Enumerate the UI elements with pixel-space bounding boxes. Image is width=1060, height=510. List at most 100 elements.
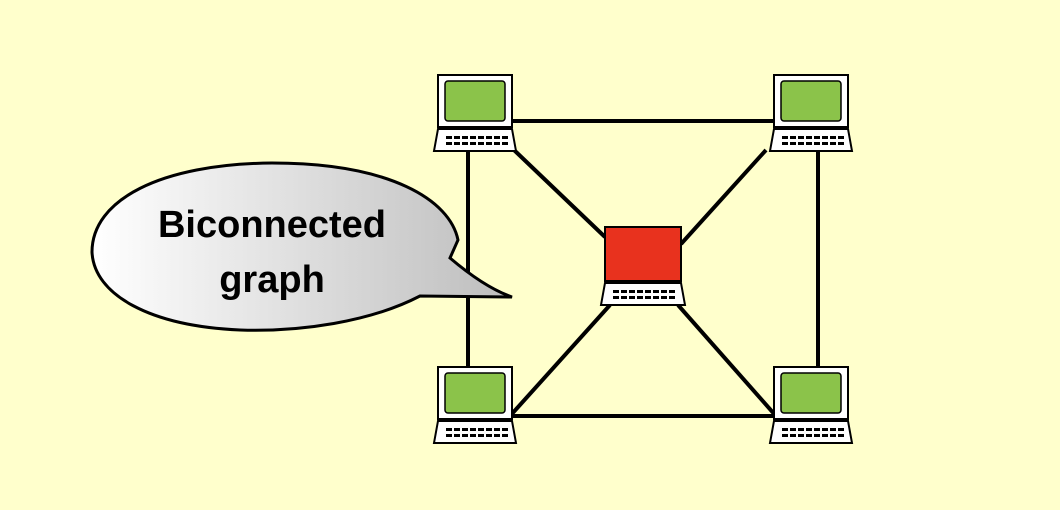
keyboard-key xyxy=(798,142,804,145)
keyboard-key xyxy=(502,428,508,431)
keyboard-key xyxy=(645,290,651,293)
keyboard-key xyxy=(486,434,492,437)
keyboard-key xyxy=(806,434,812,437)
keyboard-key xyxy=(621,290,627,293)
keyboard-key xyxy=(838,434,844,437)
speech-bubble: Biconnected graph xyxy=(90,161,513,332)
keyboard-key xyxy=(454,142,460,145)
node-center-laptop-icon xyxy=(599,226,687,306)
keyboard-key xyxy=(830,142,836,145)
keyboard-key xyxy=(798,428,804,431)
speech-bubble-shape xyxy=(90,161,513,332)
keyboard-key xyxy=(478,434,484,437)
keyboard-key xyxy=(814,428,820,431)
keyboard-key xyxy=(822,136,828,139)
keyboard-key xyxy=(494,142,500,145)
keyboard-key xyxy=(486,428,492,431)
keyboard-key xyxy=(470,142,476,145)
keyboard-key xyxy=(478,428,484,431)
keyboard-key xyxy=(454,136,460,139)
keyboard-key xyxy=(462,428,468,431)
keyboard-key xyxy=(838,136,844,139)
keyboard-key xyxy=(446,428,452,431)
keyboard-key xyxy=(613,296,619,299)
keyboard-key xyxy=(782,434,788,437)
node-bottom-right-laptop-icon xyxy=(768,366,854,444)
keyboard-base xyxy=(768,128,854,152)
keyboard-key xyxy=(806,136,812,139)
keyboard-key xyxy=(830,136,836,139)
keyboard-key xyxy=(798,434,804,437)
keyboard-base xyxy=(599,282,687,306)
edges-layer xyxy=(466,119,820,418)
node-top-left-laptop-icon xyxy=(432,74,518,152)
screen-display xyxy=(780,372,842,414)
node-top-right-laptop-icon xyxy=(768,74,854,152)
keyboard-key xyxy=(790,428,796,431)
keyboard-key xyxy=(454,434,460,437)
keyboard-key xyxy=(621,296,627,299)
keyboard-key xyxy=(470,136,476,139)
keyboard-key xyxy=(669,290,675,293)
screen-display xyxy=(444,80,506,122)
keyboard-base xyxy=(768,420,854,444)
keyboard-key xyxy=(830,434,836,437)
screen-display xyxy=(780,80,842,122)
keyboard-key xyxy=(814,434,820,437)
edge-bottom-left-to-center xyxy=(508,303,612,418)
keyboard-key xyxy=(462,136,468,139)
keyboard-key xyxy=(462,434,468,437)
keyboard-key xyxy=(486,136,492,139)
keyboard-key xyxy=(470,428,476,431)
keyboard-key xyxy=(653,296,659,299)
keyboard-key xyxy=(494,434,500,437)
keyboard-key xyxy=(790,136,796,139)
keyboard-base xyxy=(432,420,518,444)
keyboard-key xyxy=(478,142,484,145)
keyboard-key xyxy=(782,142,788,145)
keyboard-key xyxy=(502,434,508,437)
callout-line-1: Biconnected xyxy=(158,204,386,246)
keyboard-key xyxy=(790,434,796,437)
keyboard-key xyxy=(661,296,667,299)
keyboard-base xyxy=(432,128,518,152)
keyboard-key xyxy=(637,296,643,299)
keyboard-key xyxy=(782,136,788,139)
keyboard-key xyxy=(798,136,804,139)
keyboard-key xyxy=(613,290,619,293)
keyboard-key xyxy=(661,290,667,293)
screen-bezel xyxy=(604,226,682,282)
keyboard-key xyxy=(478,136,484,139)
keyboard-key xyxy=(494,136,500,139)
keyboard-key xyxy=(645,296,651,299)
node-bottom-left-laptop-icon xyxy=(432,366,518,444)
callout-line-2: graph xyxy=(219,259,325,301)
edge-top-right-to-center xyxy=(679,148,768,246)
keyboard-key xyxy=(838,142,844,145)
keyboard-key xyxy=(822,142,828,145)
keyboard-key xyxy=(494,428,500,431)
keyboard-key xyxy=(446,142,452,145)
keyboard-key xyxy=(653,290,659,293)
keyboard-key xyxy=(470,434,476,437)
keyboard-key xyxy=(814,142,820,145)
keyboard-key xyxy=(629,290,635,293)
keyboard-key xyxy=(822,428,828,431)
keyboard-key xyxy=(669,296,675,299)
keyboard-key xyxy=(822,434,828,437)
keyboard-key xyxy=(637,290,643,293)
keyboard-key xyxy=(629,296,635,299)
keyboard-key xyxy=(806,142,812,145)
nodes-layer xyxy=(432,74,854,444)
keyboard-key xyxy=(502,142,508,145)
keyboard-key xyxy=(502,136,508,139)
keyboard-key xyxy=(446,434,452,437)
keyboard-key xyxy=(790,142,796,145)
keyboard-key xyxy=(462,142,468,145)
keyboard-key xyxy=(830,428,836,431)
keyboard-key xyxy=(454,428,460,431)
keyboard-key xyxy=(814,136,820,139)
edge-top-left-to-center xyxy=(512,148,607,239)
